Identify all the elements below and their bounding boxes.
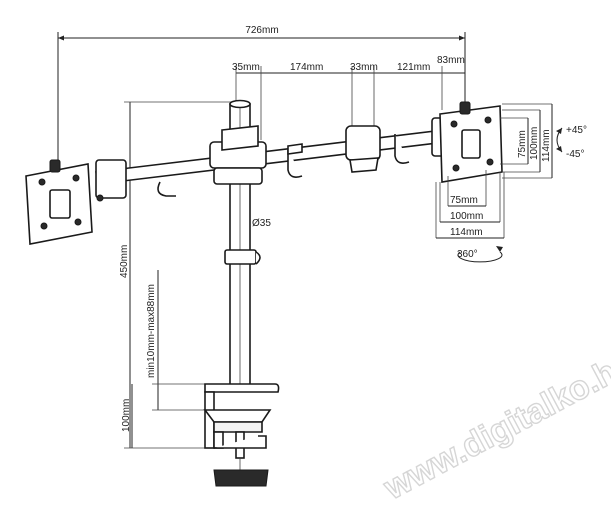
height-dimensions: 450mm min10mm-max88mm 100mm <box>119 101 232 449</box>
segment-a-label: 35mm <box>232 62 260 73</box>
vesa-inner-width-label: 75mm <box>450 195 478 206</box>
vesa-outer-height-label: 100mm <box>529 127 540 160</box>
clamp-height-label: 100mm <box>121 399 132 432</box>
tilt-indicator: +45° -45° <box>556 125 587 160</box>
vesa-outer-width-label: 100mm <box>450 211 483 222</box>
right-vesa-plate <box>431 101 503 183</box>
arm-segment-dimensions: 35mm 174mm 33mm 121mm 83mm <box>232 55 465 140</box>
desk-clamp <box>203 383 280 487</box>
total-width-label: 726mm <box>245 25 278 36</box>
left-vesa-plate <box>25 159 127 245</box>
vesa-inner-height-label: 75mm <box>517 130 528 158</box>
tilt-up-label: +45° <box>566 125 587 136</box>
rotation-label: 360° <box>457 249 478 260</box>
segment-c-label: 33mm <box>350 62 378 73</box>
pole-height-label: 450mm <box>119 245 130 278</box>
vesa-height-dimensions: 75mm 100mm 114mm <box>500 103 553 179</box>
total-width-dimension: 726mm <box>57 25 466 165</box>
segment-d-label: 121mm <box>397 62 430 73</box>
tilt-down-label: -45° <box>566 149 584 160</box>
clamp-range-label: min10mm-max88mm <box>146 284 157 378</box>
watermark-text: www.digitalko.hu <box>377 343 611 508</box>
vesa-width-dimensions: 75mm 100mm 114mm <box>435 170 505 239</box>
pole-diameter-label: Ø35 <box>252 218 271 229</box>
arm <box>95 125 463 197</box>
plate-width-label: 114mm <box>450 227 483 238</box>
segment-e-label: 83mm <box>437 55 465 66</box>
plate-height-label: 114mm <box>541 129 552 162</box>
watermark: www.digitalko.hu <box>376 342 611 508</box>
rotation-indicator: 360° <box>457 246 503 263</box>
segment-b-label: 174mm <box>290 62 323 73</box>
